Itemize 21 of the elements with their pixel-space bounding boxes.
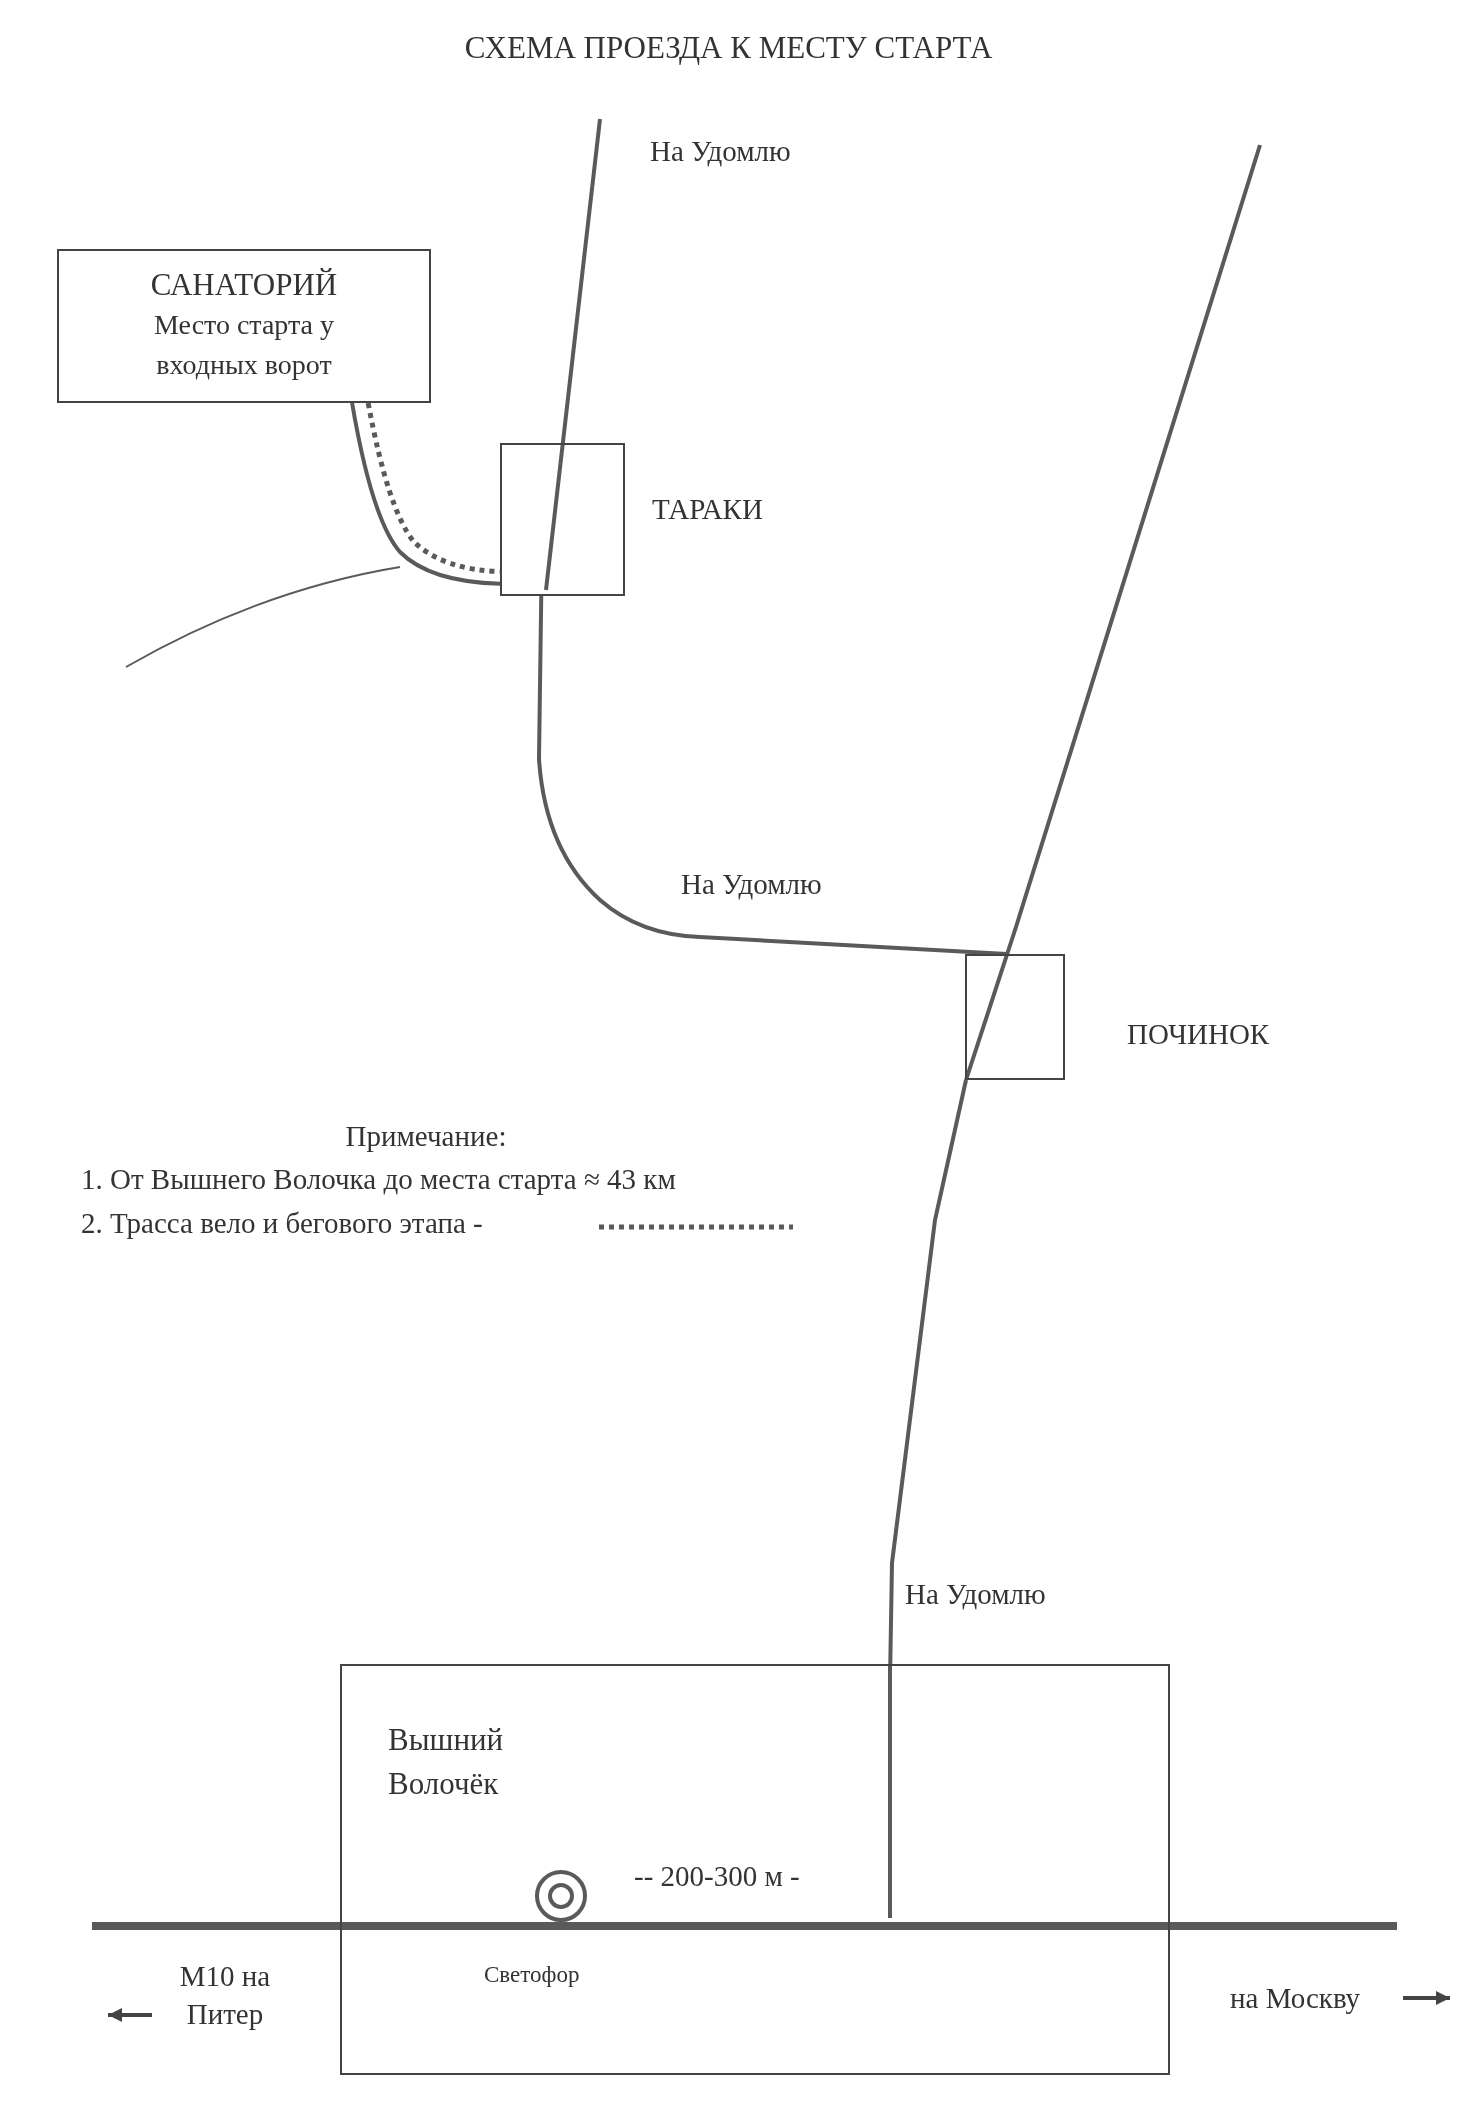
town-name: Вышний Волочёк: [388, 1721, 504, 1803]
note-text: 1. От Вышнего Волочка до места старта ≈ 43 км: [81, 1162, 676, 1197]
traffic-light-label: Светофор: [484, 1961, 580, 1989]
direction-label: На Удомлю: [681, 867, 822, 902]
note-heading: Примечание:: [344, 1119, 508, 1154]
distance-label: -- 200-300 м -: [634, 1859, 800, 1894]
town-box: [340, 1664, 1170, 2075]
place-name: ПОЧИНОК: [1127, 1018, 1270, 1051]
road: [350, 402, 501, 586]
title: СХЕМА ПРОЕЗДА К МЕСТУ СТАРТА: [463, 30, 994, 66]
note-text: 2. Трасса вело и бегового этапа -: [81, 1207, 483, 1240]
direction-label: На Удомлю: [905, 1577, 1046, 1612]
direction-label: на Москву: [1230, 1981, 1361, 2016]
road: [537, 595, 1008, 956]
road-label: M10 на Питер: [178, 1959, 272, 2032]
road: [888, 1079, 968, 1665]
place-name: ТАРАКИ: [652, 493, 763, 526]
description-text: Место старта у входных ворот: [153, 308, 335, 382]
place-name: САНАТОРИЙ: [149, 266, 339, 304]
direction-label: На Удомлю: [650, 134, 791, 169]
building-box: [57, 249, 431, 403]
